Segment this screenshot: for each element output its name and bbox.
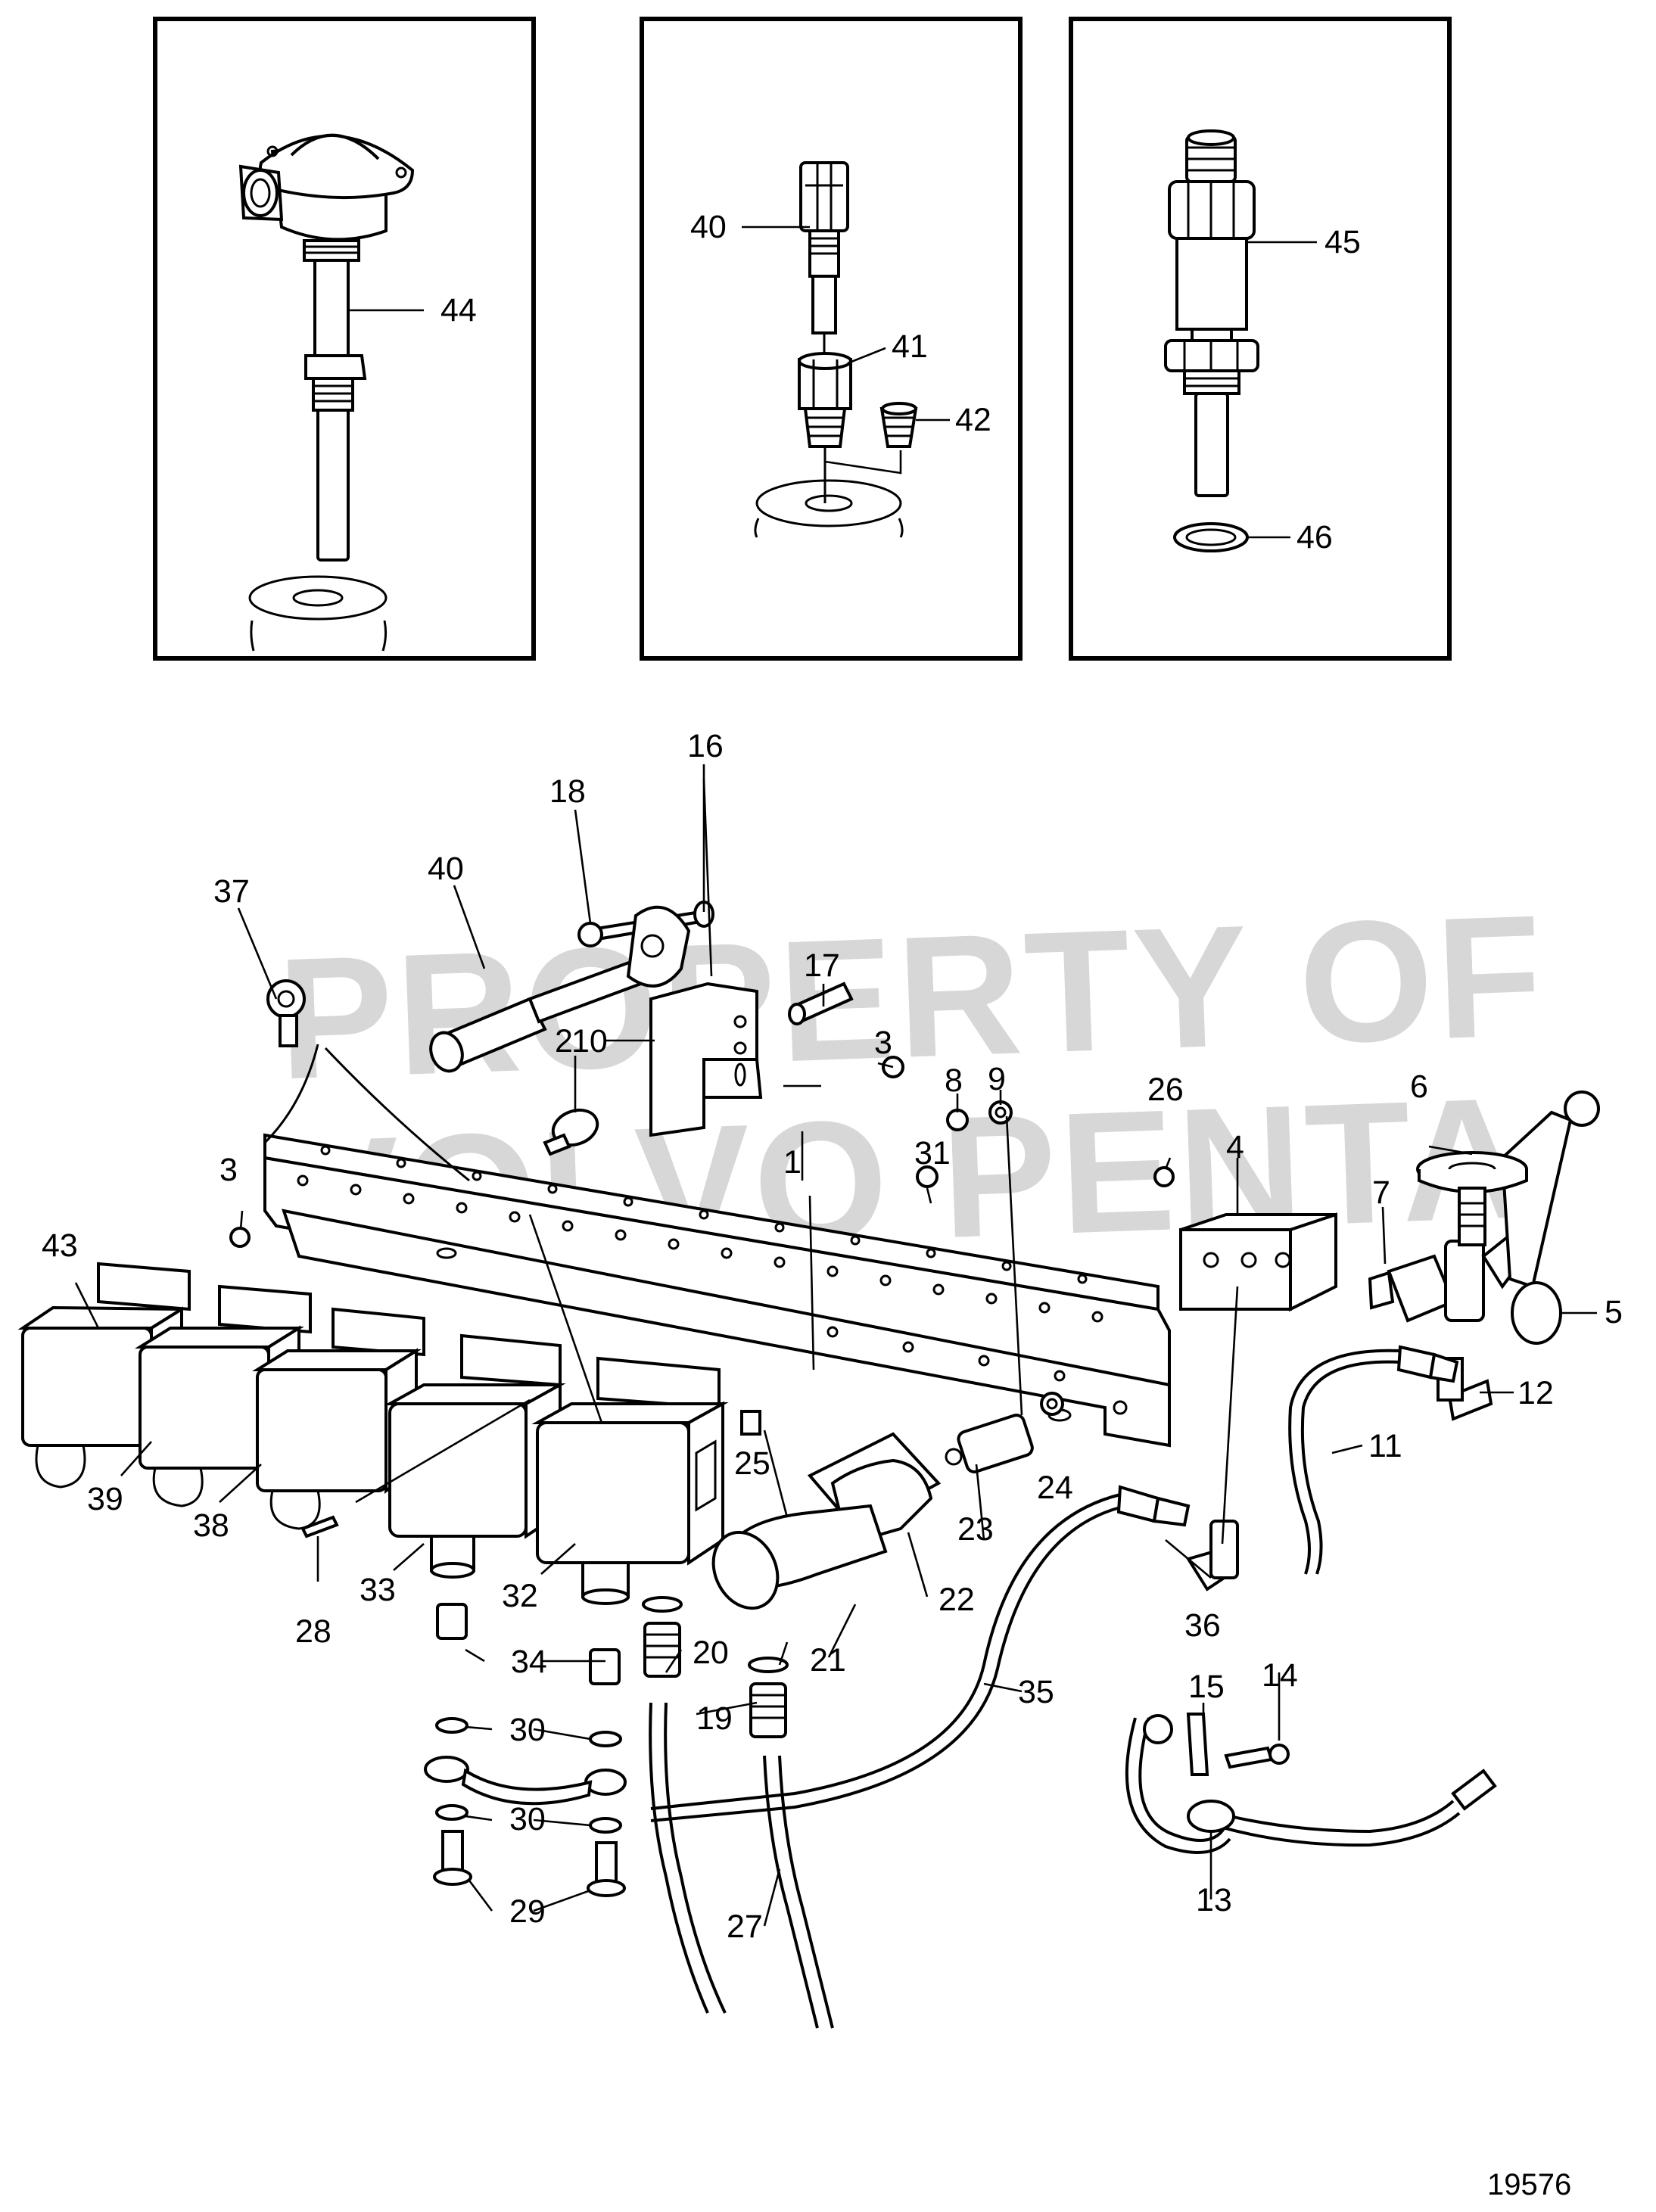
banjo-fittings: [424, 1603, 627, 1897]
callout-37: 37: [213, 873, 250, 910]
callout-22: 22: [939, 1582, 975, 1618]
sensor-pipe-40: [429, 905, 691, 1073]
callout-8: 8: [945, 1062, 963, 1099]
callout-9: 9: [988, 1061, 1006, 1097]
callout-19: 19: [696, 1700, 733, 1737]
mounting-rail: [263, 1133, 1171, 1448]
callout-31: 31: [914, 1135, 951, 1171]
callout-42: 42: [955, 402, 991, 438]
figure-number: 19576: [1487, 2168, 1571, 2201]
callout-40-inset: 40: [690, 209, 727, 245]
callout-4: 4: [1226, 1129, 1244, 1165]
wire-37: [263, 1044, 470, 1182]
callout-30a: 30: [509, 1712, 546, 1748]
callout-26: 26: [1147, 1072, 1184, 1108]
switch-box-32: [531, 1356, 729, 1605]
callout-7: 7: [1372, 1174, 1390, 1211]
callout-43: 43: [42, 1227, 78, 1264]
callout-29: 29: [509, 1893, 546, 1930]
callout-3b: 3: [874, 1025, 892, 1061]
fitting-2: [543, 1108, 599, 1156]
callout-15: 15: [1188, 1669, 1225, 1705]
callout-40-main: 40: [428, 851, 464, 887]
callout-33: 33: [360, 1572, 396, 1608]
callout-27: 27: [727, 1909, 763, 1945]
callout-32: 32: [502, 1578, 538, 1614]
callout-24: 24: [1037, 1470, 1073, 1506]
callout-28: 28: [295, 1613, 332, 1650]
leader-lines: [74, 764, 1597, 1927]
callout-23: 23: [957, 1511, 994, 1548]
callout-25: 25: [734, 1445, 770, 1482]
sender-inset: 45 46: [1069, 17, 1452, 661]
callout-34: 34: [511, 1644, 547, 1680]
callout-3a: 3: [219, 1152, 238, 1188]
callout-36: 36: [1184, 1607, 1221, 1644]
valve-5: [1368, 1090, 1600, 1345]
pressure-switch-21: [711, 1432, 942, 1610]
callout-11: 11: [1368, 1428, 1402, 1464]
handwheel-6: [1416, 1151, 1528, 1246]
hose-13-assembly: [1125, 1713, 1497, 1854]
callout-2: 2: [555, 1023, 573, 1059]
watermark-line-1: PROPERTY OF: [275, 879, 1548, 1115]
callout-21: 21: [810, 1642, 846, 1678]
spacer-17: [788, 982, 854, 1025]
pipe-union-inset: 40 41 42: [640, 17, 1023, 661]
callout-10: 10: [571, 1023, 608, 1059]
callout-35: 35: [1018, 1674, 1054, 1710]
callout-46: 46: [1296, 519, 1333, 555]
callout-44: 44: [440, 292, 477, 328]
callout-17: 17: [804, 947, 840, 984]
callout-14: 14: [1262, 1657, 1298, 1694]
callout-20: 20: [693, 1635, 729, 1671]
main-assembly: 16 18 40 37 17 10 3 2 8 9 26 6 31 1 4 7 …: [17, 728, 1623, 2029]
bracket-10: [649, 982, 763, 1137]
callout-6: 6: [1410, 1069, 1428, 1105]
angle-fitting-36: [1185, 1520, 1239, 1591]
hose-27: [649, 1702, 834, 2029]
callout-18: 18: [549, 773, 586, 810]
rail-holes: [297, 1145, 1128, 1422]
callout-12: 12: [1517, 1375, 1554, 1411]
hose-35: [650, 1485, 1191, 1822]
watermark: PROPERTY OF VOLVO PENTA: [275, 879, 1548, 1297]
callout-13: 13: [1196, 1882, 1232, 1918]
callout-41: 41: [892, 328, 928, 365]
callout-30b: 30: [509, 1801, 546, 1837]
callout-labels: 16 18 40 37 17 10 3 2 8 9 26 6 31 1 4 7 …: [42, 728, 1623, 1945]
unions-19-20: [642, 1596, 789, 1738]
callout-38: 38: [193, 1507, 229, 1544]
callout-39: 39: [87, 1481, 123, 1517]
switch-box-38: [252, 1307, 425, 1530]
callout-1: 1: [783, 1144, 802, 1181]
thermometer-sensor-inset: 44: [153, 17, 536, 661]
hose-11: [1288, 1345, 1459, 1575]
callout-5: 5: [1605, 1294, 1623, 1330]
distribution-block-4: [1179, 1212, 1337, 1312]
pressure-sender-23: [945, 1414, 1034, 1473]
callout-16: 16: [687, 728, 724, 764]
callout-45: 45: [1324, 224, 1361, 260]
clip-37: [266, 979, 306, 1047]
